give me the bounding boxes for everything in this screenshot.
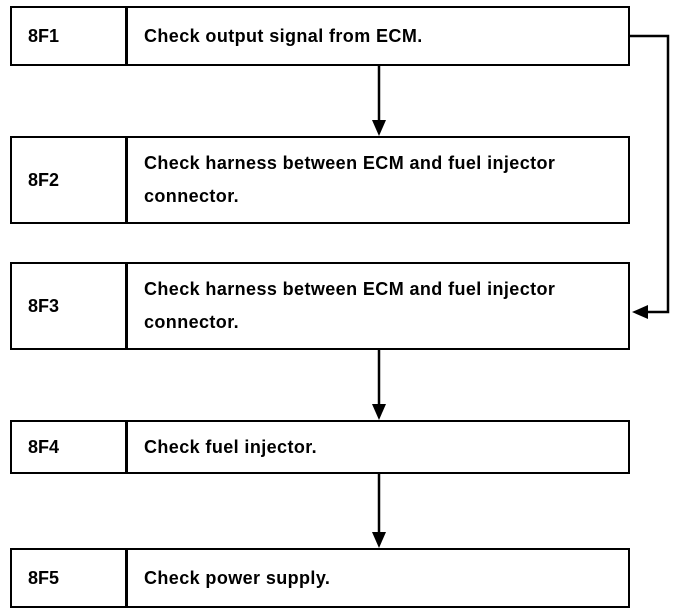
step-8f1: 8F1 Check output signal from ECM. [10, 6, 630, 66]
step-description: Check harness between ECM and fuel injec… [144, 153, 556, 206]
arrowhead-8f5 [372, 532, 386, 548]
step-description: Check harness between ECM and fuel injec… [144, 279, 556, 332]
step-description: Check power supply. [144, 567, 331, 588]
connector-8f1-8f3-side [630, 34, 670, 314]
step-code: 8F2 [12, 138, 128, 222]
step-code: 8F3 [12, 264, 128, 348]
arrowhead-8f2 [372, 120, 386, 136]
step-code: 8F4 [12, 422, 128, 472]
arrowhead-8f4 [372, 404, 386, 420]
step-description: Check output signal from ECM. [144, 25, 423, 46]
step-8f5: 8F5 Check power supply. [10, 548, 630, 608]
step-8f4: 8F4 Check fuel injector. [10, 420, 630, 474]
step-8f2: 8F2 Check harness between ECM and fuel i… [10, 136, 630, 224]
step-8f3: 8F3 Check harness between ECM and fuel i… [10, 262, 630, 350]
step-description: Check fuel injector. [144, 436, 318, 457]
step-code: 8F1 [12, 8, 128, 64]
step-code: 8F5 [12, 550, 128, 606]
arrowhead-8f3-side [632, 305, 648, 319]
